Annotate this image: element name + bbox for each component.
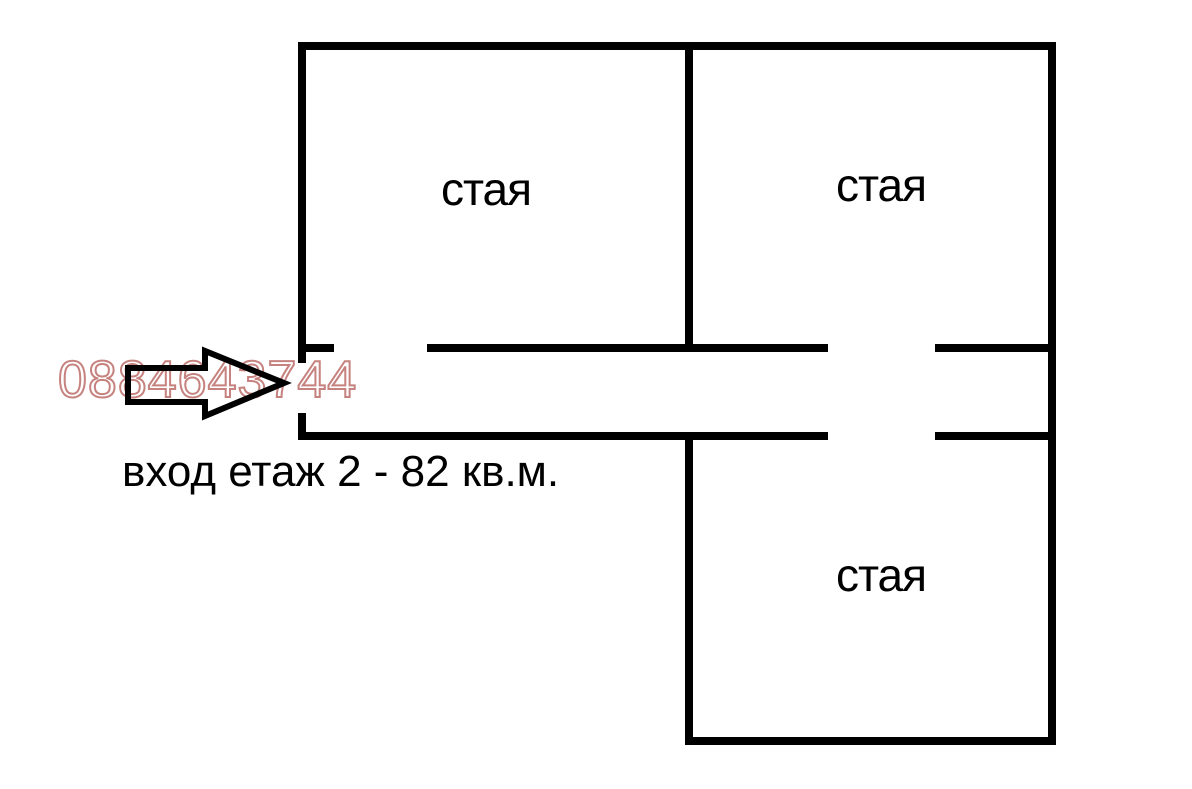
room-label-bottom-right: стая (835, 549, 927, 601)
entrance-arrow-shape (125, 346, 292, 421)
wall-divider-top-rooms (685, 42, 693, 352)
wall-bottom-room-bottom (685, 737, 1056, 745)
entrance-caption: вход етаж 2 - 82 кв.м. (122, 447, 560, 496)
wall-left-upper (298, 42, 306, 363)
wall-bottom-room-left (685, 432, 693, 745)
wall-corridor-top-right (935, 344, 1056, 352)
room-label-top-left: стая (440, 163, 532, 215)
room-label-top-right: стая (835, 159, 927, 211)
wall-corridor-top-left-stub (298, 344, 334, 352)
wall-corridor-top-middle (427, 344, 828, 352)
wall-corridor-bottom-left (298, 432, 828, 440)
wall-top (298, 42, 1056, 50)
wall-entrance-lower-stub (298, 413, 306, 440)
wall-corridor-bottom-right (935, 432, 1056, 440)
wall-right (1048, 42, 1056, 745)
